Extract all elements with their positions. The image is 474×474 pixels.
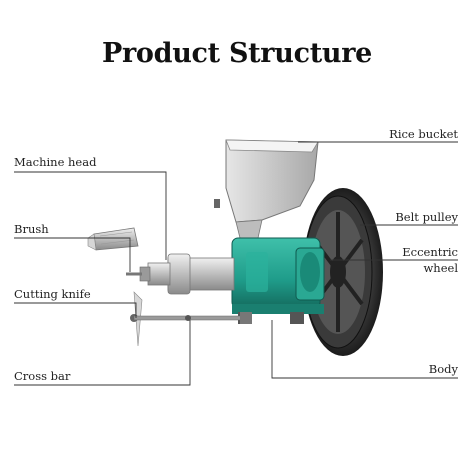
rice-bucket-part — [214, 139, 319, 239]
label-rice-bucket: Rice bucket — [389, 127, 458, 141]
label-eccentric-wheel-line2: wheel — [423, 261, 458, 275]
leader-cross-bar — [14, 320, 191, 386]
label-eccentric-wheel-line1: Eccentric — [402, 245, 458, 259]
leader-cutting-knife — [14, 302, 137, 318]
label-body: Body — [429, 362, 459, 376]
machine-head-part — [126, 253, 235, 295]
brush-part — [87, 227, 139, 251]
leader-machine-head — [14, 171, 167, 260]
leader-brush — [14, 237, 131, 272]
label-brush: Brush — [14, 222, 49, 236]
page-title: Product Structure — [101, 38, 373, 69]
leader-body — [271, 320, 458, 379]
label-cross-bar: Cross bar — [14, 369, 71, 383]
leader-lines — [14, 141, 458, 386]
label-belt-pulley: Belt pulley — [395, 210, 458, 224]
machine-body-part — [231, 237, 325, 324]
label-cutting-knife: Cutting knife — [14, 287, 91, 301]
label-machine-head: Machine head — [14, 155, 97, 169]
